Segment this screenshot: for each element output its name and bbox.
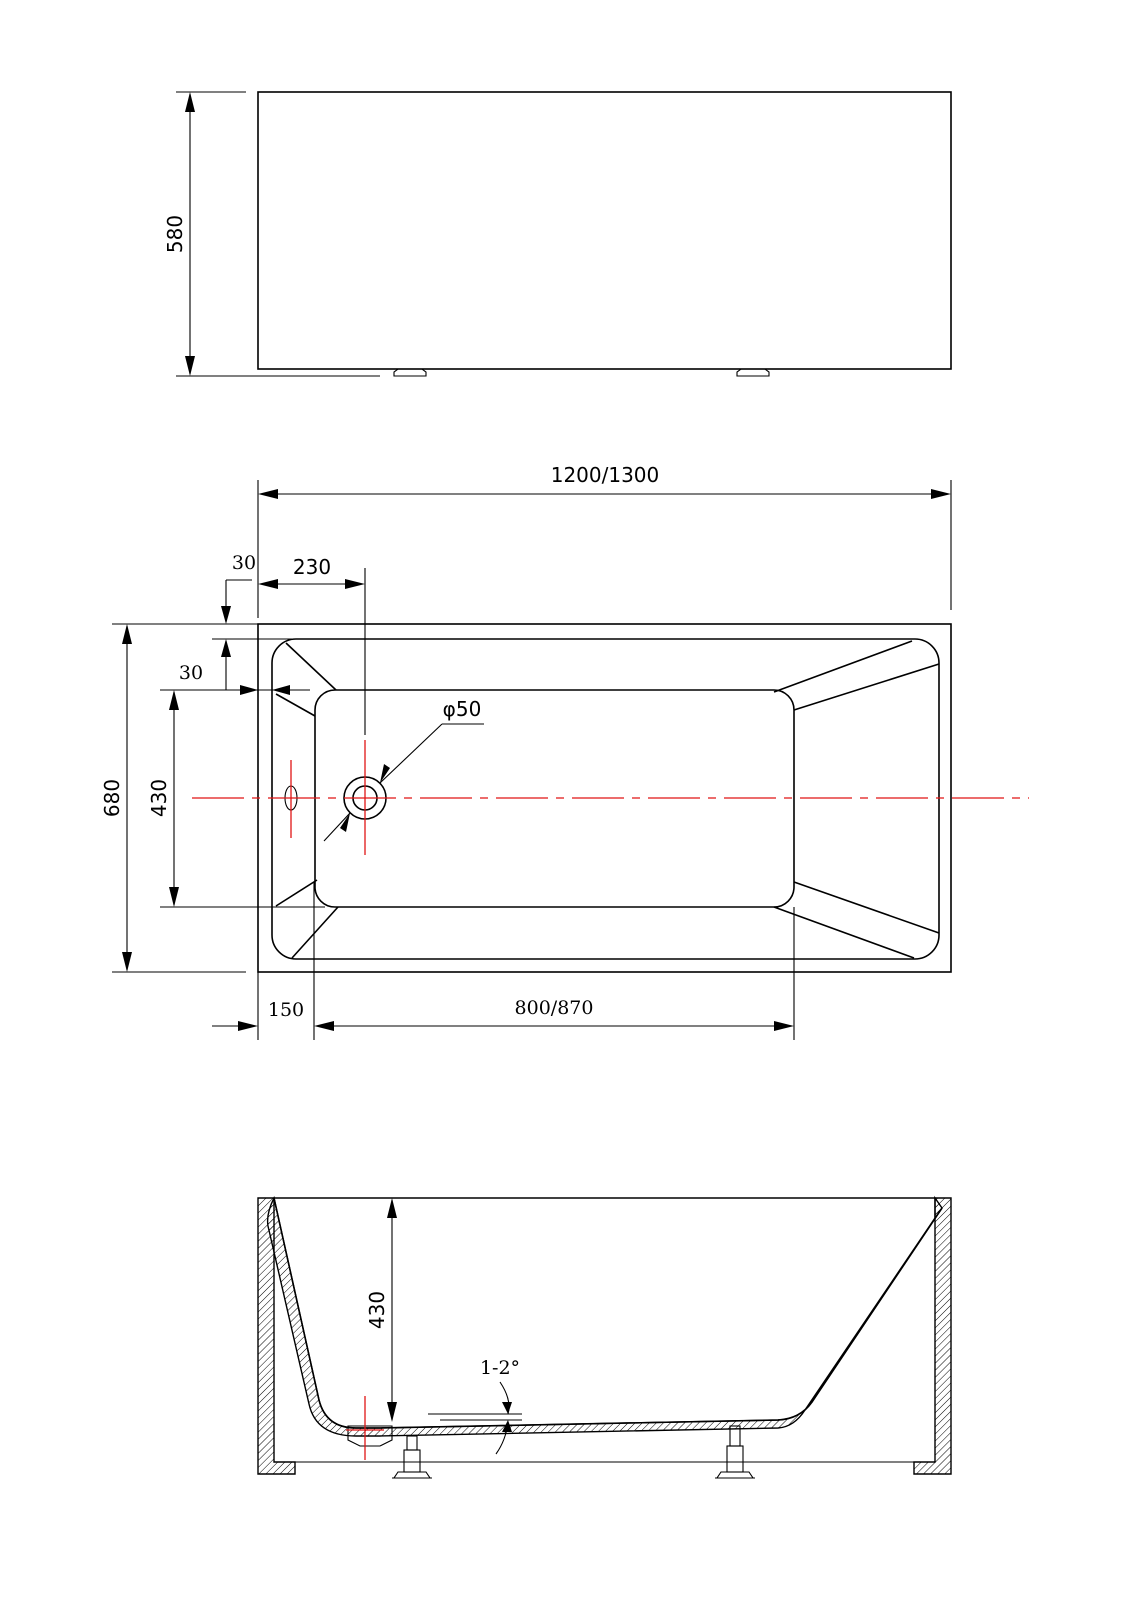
drain-offset-label: 230 <box>293 555 331 579</box>
inner-width-label: 430 <box>147 779 171 817</box>
section-drain <box>347 1425 393 1447</box>
end-offset-label: 150 <box>268 999 304 1021</box>
slope-label: 1-2° <box>480 1357 520 1379</box>
rim-side-label: 30 <box>179 662 203 684</box>
front-view-outline <box>257 91 952 370</box>
section-leg-left <box>392 1435 432 1479</box>
bottom-length-label: 800/870 <box>515 997 594 1019</box>
section-depth-label: 430 <box>365 1291 389 1329</box>
overall-width-label: 680 <box>100 779 124 817</box>
skirt-right-wall <box>913 1197 952 1475</box>
front-foot-left <box>393 368 427 377</box>
section-view: 430 1-2° <box>257 1195 952 1479</box>
section-leg-right <box>715 1425 755 1479</box>
overall-length-label: 1200/1300 <box>551 463 660 487</box>
top-view-rim <box>271 638 940 960</box>
front-view: 580 <box>163 91 952 377</box>
top-view: 1200/1300 230 30 30 680 4 <box>100 463 1029 1040</box>
drain-diameter-label: φ50 <box>443 697 482 721</box>
front-foot-right <box>736 368 770 377</box>
front-height-label: 580 <box>163 215 187 253</box>
rim-top-label: 30 <box>232 552 256 574</box>
